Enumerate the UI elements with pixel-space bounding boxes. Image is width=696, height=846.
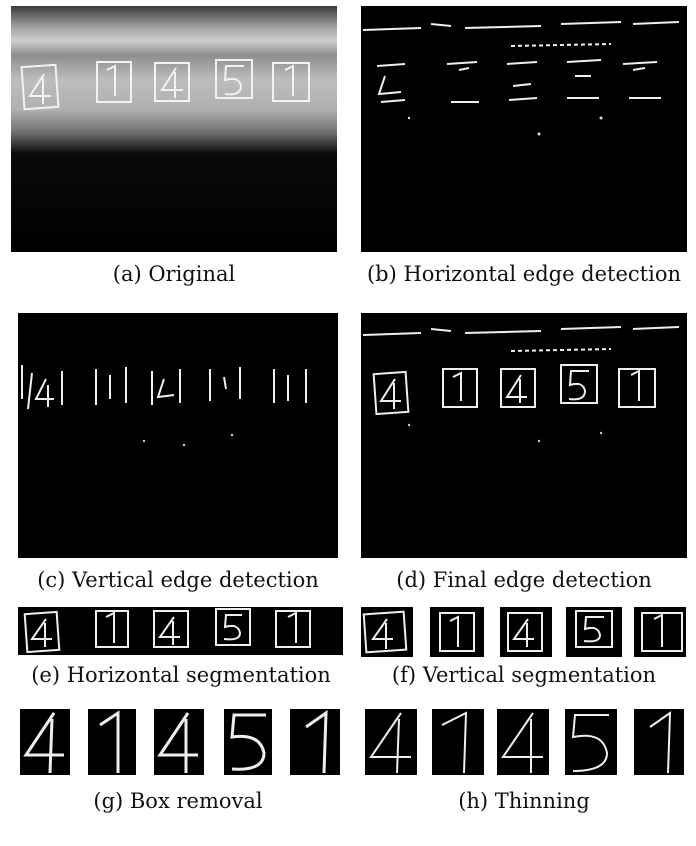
segment-3 <box>500 607 552 657</box>
segment-4 <box>566 607 622 657</box>
panel-d-final-edges <box>361 313 687 558</box>
thinning-digit-4 <box>565 709 617 775</box>
thinning-digit-1 <box>365 709 417 775</box>
box-removal-digit-3 <box>154 709 204 775</box>
original-photo <box>11 6 337 252</box>
panel-f-segment-4 <box>566 607 622 657</box>
panel-f-segment-2 <box>430 607 484 657</box>
horizontal-edge-image <box>361 6 687 252</box>
panel-a-original <box>11 6 337 252</box>
panel-f-vertical-segmentation <box>361 607 413 657</box>
box-removal-digit-2 <box>88 709 136 775</box>
panel-b-horizontal-edges <box>361 6 687 252</box>
final-edge-image <box>361 313 687 558</box>
thinning-digit-3 <box>497 709 549 775</box>
caption-d: (d) Final edge detection <box>361 567 687 593</box>
caption-b: (b) Horizontal edge detection <box>354 261 694 287</box>
panel-f-segment-3 <box>500 607 552 657</box>
panel-f-segment-5 <box>634 607 686 657</box>
box-removal-digit-5 <box>290 709 340 775</box>
caption-a: (a) Original <box>11 261 337 287</box>
panel-c-vertical-edges <box>18 313 338 558</box>
caption-g: (g) Box removal <box>11 788 345 814</box>
thinning-digit-2 <box>432 709 484 775</box>
segment-2 <box>430 607 484 657</box>
vertical-edge-image <box>18 313 338 558</box>
box-removal-digit-1 <box>20 709 70 775</box>
horizontal-segmentation-strip <box>18 607 343 655</box>
caption-h: (h) Thinning <box>361 788 687 814</box>
segment-5 <box>634 607 686 657</box>
caption-c: (c) Vertical edge detection <box>11 567 345 593</box>
caption-e: (e) Horizontal segmentation <box>11 662 351 688</box>
segment-1 <box>361 607 413 657</box>
box-removal-digit-4 <box>224 709 272 775</box>
thinning-digit-5 <box>634 709 684 775</box>
panel-e-horizontal-segmentation <box>18 607 343 655</box>
caption-f: (f) Vertical segmentation <box>361 662 687 688</box>
